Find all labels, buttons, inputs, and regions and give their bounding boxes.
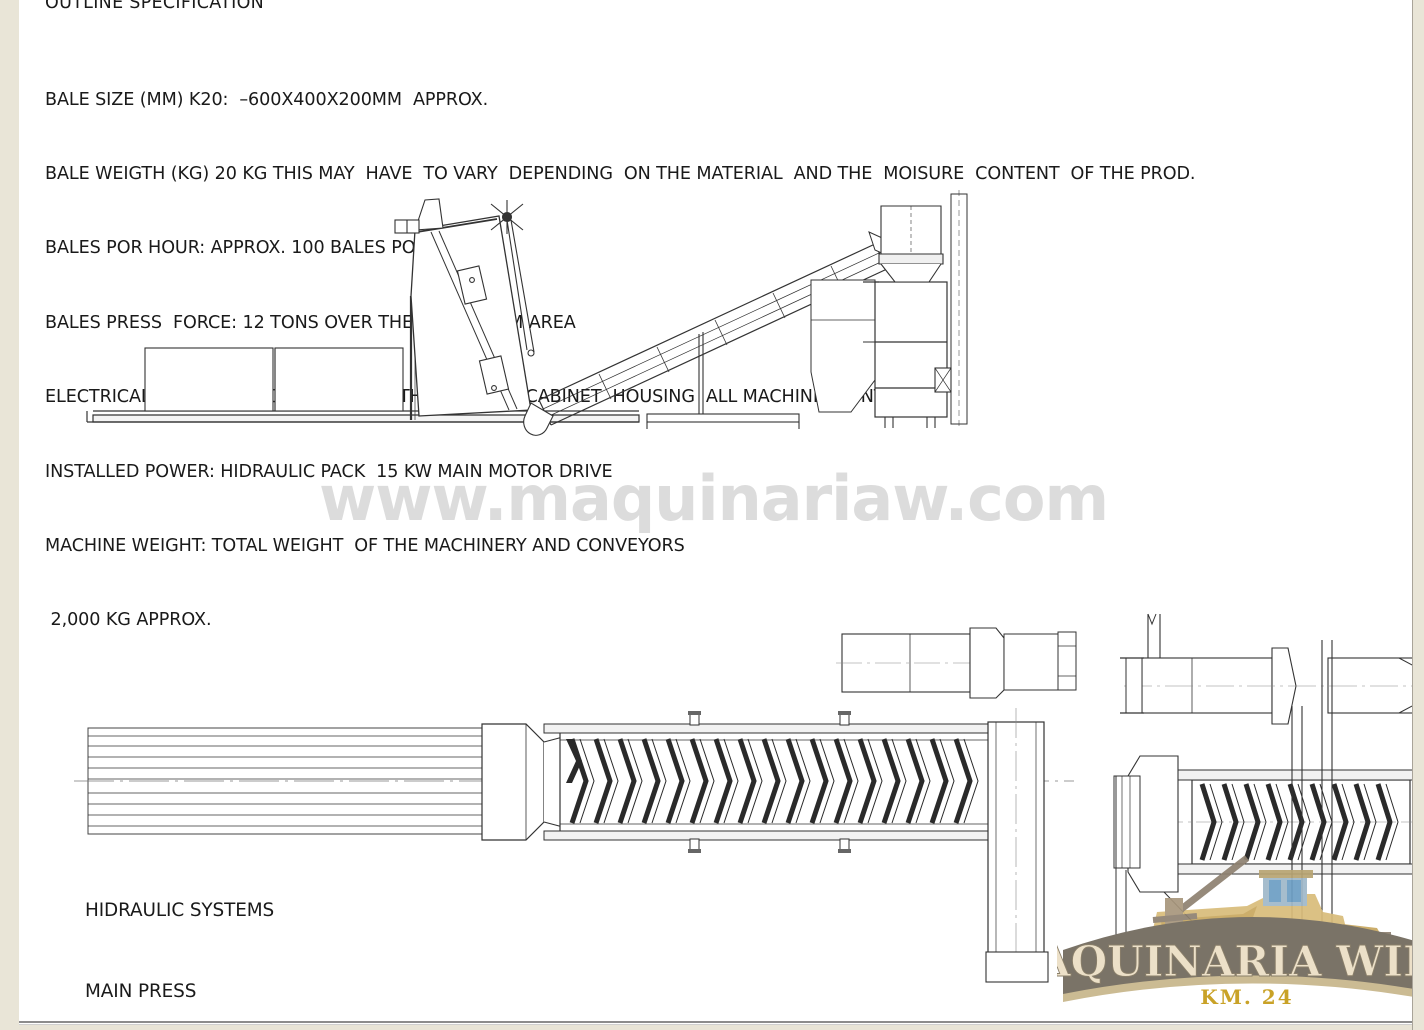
right-page-gutter: [1412, 0, 1424, 1030]
auger-flight-row: [569, 738, 979, 824]
page-bottom-edge-shadow: [19, 1024, 1412, 1025]
page-title: OUTLINE SPECIFICATION: [45, 0, 265, 13]
spec-line: ELECTRICAL: PLC CONTROL SYSTEM WITH INTE…: [45, 387, 937, 408]
page-bottom-edge: [19, 1021, 1412, 1023]
spec-line: BALES POR HOUR: APPROX. 100 BALES POR HO…: [45, 238, 485, 259]
hydraulic-systems-block: HIDRAULIC SYSTEMS MAIN PRESS MOTOR: 15 K…: [85, 843, 585, 1024]
drive-column: [985, 708, 1049, 983]
discharge-cone: [481, 723, 583, 841]
spec-line: INSTALLED POWER: HIDRAULIC PACK 15 KW MA…: [45, 461, 613, 482]
spec-line: BALE WEIGTH (KG) 20 KG THIS MAY HAVE TO …: [45, 163, 1196, 184]
spec-line: BALE SIZE (MM) K20: –600X400X200MM APPRO…: [45, 89, 489, 110]
left-page-gutter: [0, 0, 19, 1030]
spec-line: 2,000 KG APPROX.: [45, 610, 212, 631]
site-watermark: www.maquinariaw.com: [319, 462, 1109, 535]
spec-line: BALES PRESS FORCE: 12 TONS OVER THE TOTA…: [45, 312, 576, 333]
document-page: OUTLINE SPECIFICATION BALE SIZE (MM) K20…: [19, 0, 1412, 1024]
outline-specification-block: BALE SIZE (MM) K20: –600X400X200MM APPRO…: [45, 38, 1196, 683]
logo-subtitle: KM. 24: [1200, 985, 1293, 1009]
hydraulic-line: HIDRAULIC SYSTEMS: [85, 900, 275, 921]
extruded-bale-block: [87, 727, 489, 835]
logo-company-name: MAQUINARIA WIEBE: [1057, 937, 1412, 986]
page-right-edge-rule: [1412, 0, 1413, 1030]
auger-screw-flights: [566, 739, 582, 783]
hydraulic-line: MAIN PRESS: [85, 981, 197, 1002]
logo-banner: [1063, 917, 1412, 1002]
maquinaria-wiebe-logo: MAQUINARIA WIEBE KM. 24: [1057, 828, 1412, 1024]
screw-barrel: [543, 711, 1005, 853]
spec-line: MACHINE WEIGHT: TOTAL WEIGHT OF THE MACH…: [45, 535, 685, 556]
